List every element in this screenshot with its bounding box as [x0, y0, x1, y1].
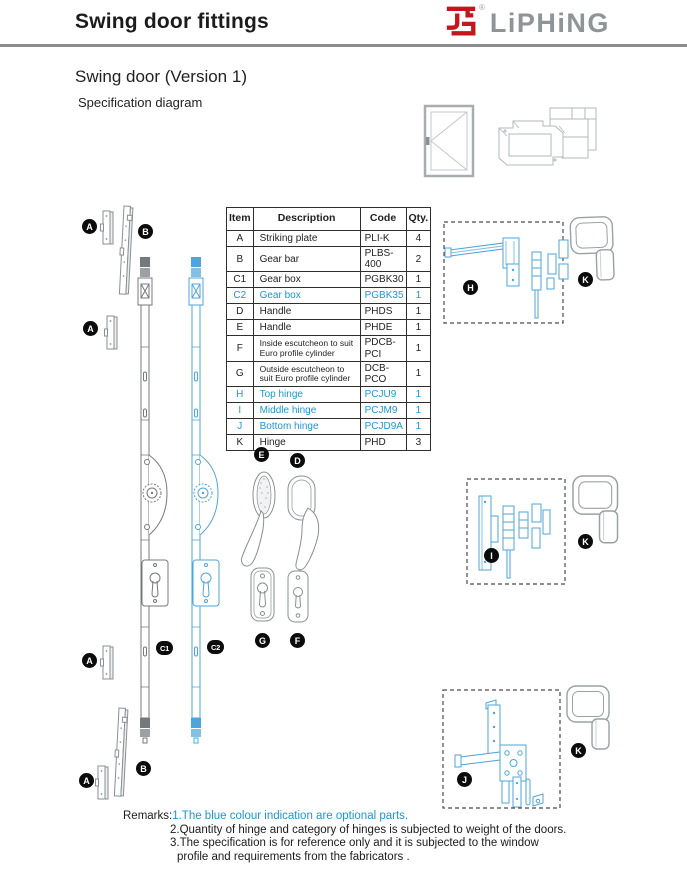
k-hinge-drawing	[572, 475, 619, 544]
handle-e-drawing	[241, 471, 276, 567]
label-c1: C1	[156, 641, 173, 655]
escutcheon-f-drawing	[287, 570, 309, 623]
label-k: K	[578, 272, 593, 287]
label-k: K	[571, 743, 586, 758]
table-row: D Handle PHDS 1	[226, 303, 432, 321]
col-qty: Qty.	[405, 207, 432, 231]
label-e: E	[254, 447, 269, 462]
table-row-optional: C2 Gear box PGBK35 1	[226, 287, 432, 305]
label-b: B	[138, 224, 153, 239]
label-c2: C2	[207, 640, 224, 654]
k-hinge-drawing	[566, 685, 610, 750]
optional-box-i	[466, 478, 566, 585]
remark-line-1: 1.The blue colour indication are optiona…	[172, 810, 409, 822]
label-j: J	[457, 772, 472, 787]
handle-d-drawing	[287, 475, 320, 571]
label-h: H	[463, 280, 478, 295]
label-f: F	[290, 633, 305, 648]
brand-logo: ® LiPHiNG	[444, 3, 610, 43]
remarks: Remarks:1.The blue colour indication are…	[123, 810, 566, 864]
col-code: Code	[359, 207, 407, 231]
col-description: Description	[252, 207, 361, 231]
optional-box-h	[443, 221, 564, 324]
striking-plate-drawing	[100, 645, 114, 680]
top-hinge-drawing	[444, 237, 569, 319]
label-a: A	[83, 321, 98, 336]
label-a: A	[82, 219, 97, 234]
label-k: K	[578, 534, 593, 549]
section-title: Swing door (Version 1)	[75, 67, 247, 86]
gear-box-c2-drawing	[188, 256, 220, 744]
remark-line-3: 3.The specification is for reference onl…	[170, 837, 539, 850]
table-row-optional: J Bottom hinge PCJD9A 1	[226, 418, 432, 436]
label-g: G	[255, 633, 270, 648]
striking-plate-drawing	[95, 765, 109, 800]
table-row-optional: H Top hinge PCJU9 1	[226, 386, 432, 404]
profile-cross-section-drawing	[498, 107, 597, 166]
label-d: D	[290, 453, 305, 468]
table-row: F Inside escutcheon to suit Euro profile…	[226, 335, 432, 362]
header-divider	[0, 44, 687, 47]
table-row: B Gear bar PLBS-400 2	[226, 245, 432, 273]
table-row: C1 Gear box PGBK30 1	[226, 271, 432, 289]
brand-logo-icon	[446, 6, 476, 36]
label-a: A	[79, 773, 94, 788]
remarks-label: Remarks:	[123, 810, 173, 822]
section-subtitle: Specification diagram	[78, 95, 203, 110]
registered-mark: ®	[479, 3, 485, 12]
gear-box-c1-drawing	[137, 256, 169, 744]
optional-box-j	[442, 689, 561, 809]
gear-bar-drawing	[117, 205, 134, 295]
striking-plate-drawing	[100, 210, 114, 245]
table-row: G Outside escutcheon to suit Euro profil…	[226, 360, 432, 388]
brand-name: LiPHiNG	[489, 8, 610, 38]
page-title: Swing door fittings	[75, 10, 269, 33]
label-b: B	[136, 761, 151, 776]
label-a: A	[82, 653, 97, 668]
remark-line-3-continued: profile and requirements from the fabric…	[177, 850, 410, 863]
bottom-hinge-drawing	[454, 699, 544, 808]
striking-plate-drawing	[104, 315, 118, 350]
parts-table: Item Description Code Qty. A Striking pl…	[226, 207, 432, 452]
k-hinge-drawing	[569, 215, 615, 282]
table-row: A Striking plate PLI-K 4	[226, 230, 432, 247]
gear-bar-drawing	[112, 707, 129, 797]
table-row: K Hinge PHD 3	[226, 434, 432, 452]
window-symbol-icon	[423, 104, 475, 178]
escutcheon-g-drawing	[250, 567, 275, 622]
label-i: I	[484, 548, 499, 563]
remark-line-2: 2.Quantity of hinge and category of hing…	[170, 823, 567, 836]
middle-hinge-drawing	[478, 495, 551, 579]
